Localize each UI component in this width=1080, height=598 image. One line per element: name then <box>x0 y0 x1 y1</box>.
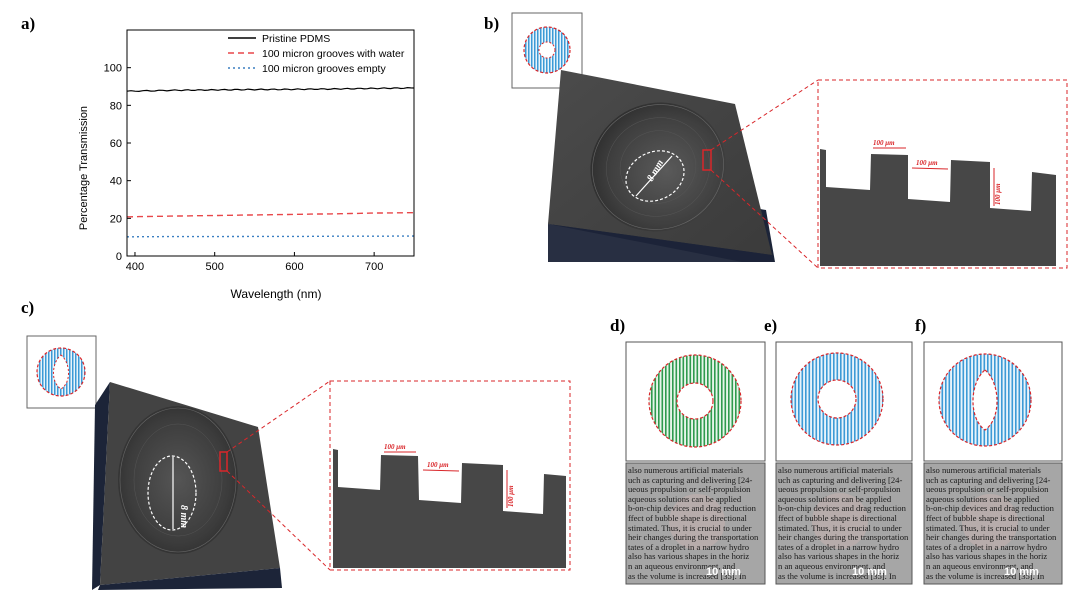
photo-text-line: also has various shapes in the horiz <box>628 551 750 562</box>
block-front-face <box>548 224 772 262</box>
panel-label-a: a) <box>21 14 36 33</box>
photo-text-line: b-on-chip devices and drag reduction <box>778 503 906 514</box>
photo-text-line: heir changes during the transportation <box>778 532 909 543</box>
y-tick-label: 80 <box>110 100 122 112</box>
series-line-3 <box>127 235 415 238</box>
axes: 400 500 600 700 0 20 40 60 80 100 <box>104 29 415 273</box>
panel-label-c: c) <box>21 298 35 317</box>
photo-text-line: tates of a droplet in a narrow hydro <box>926 541 1047 552</box>
panel-label-e: e) <box>764 316 778 335</box>
photo-text-line: also has various shapes in the horiz <box>926 551 1048 562</box>
photo-text-line: aqueous solutions can be applied <box>628 493 742 504</box>
photo-text-line: uch as capturing and delivering [24- <box>628 474 753 485</box>
diameter-circle <box>625 150 685 202</box>
photo-text-line: n an aqueous environment, and <box>926 560 1034 571</box>
photo-text-line: ffect of bubble shape is directional <box>778 512 897 523</box>
photo-text-line: stimated. Thus, it is crucial to under <box>628 522 752 533</box>
panel-label-b: b) <box>484 14 500 33</box>
photo-text-line: tates of a droplet in a narrow hydro <box>628 541 749 552</box>
photo-text-line: heir changes during the transportation <box>926 532 1057 543</box>
y-tick-label: 40 <box>110 176 122 188</box>
photo-text-line: ueous propulsion or self-propulsion <box>778 484 901 495</box>
photo-text-line: as the volume is increased [35]. In <box>778 570 897 581</box>
photo-text-line: uch as capturing and delivering [24- <box>778 474 903 485</box>
photo-text-line: also has various shapes in the horiz <box>778 551 900 562</box>
legend-entry: 100 micron grooves with water <box>262 48 405 60</box>
series-line-1 <box>126 86 415 93</box>
photo-text-line: stimated. Thus, it is crucial to under <box>778 522 902 533</box>
photo-text-line: aqueous solutions can be applied <box>778 493 892 504</box>
x-tick-label: 500 <box>206 261 224 273</box>
scale-bar-label-d: 10 mm <box>706 566 741 578</box>
photo-text-line: ueous propulsion or self-propulsion <box>628 484 751 495</box>
photo-text-line: as the volume is increased [35]. In <box>926 570 1045 581</box>
photo-text-line: ueous propulsion or self-propulsion <box>926 484 1049 495</box>
concave-well <box>590 102 726 232</box>
photo-text-line: n an aqueous environment, and <box>778 560 886 571</box>
photo-text-line: also numerous artificial materials <box>926 466 1041 475</box>
scale-bar-label-e: 10 mm <box>852 566 887 578</box>
photo-text-line: uch as capturing and delivering [24- <box>926 474 1051 485</box>
photo-text-line: ffect of bubble shape is directional <box>926 512 1045 523</box>
zoom-marker-b <box>702 149 712 171</box>
x-tick-label: 400 <box>126 261 144 273</box>
photo-text-line: also numerous artificial materials <box>778 466 893 475</box>
chart-legend: Pristine PDMS 100 micron grooves with wat… <box>228 33 405 75</box>
x-tick-label: 600 <box>285 261 303 273</box>
legend-entry: 100 micron grooves empty <box>262 63 386 75</box>
photo-text-line: as the volume is increased [35]. In <box>628 570 747 581</box>
groove-depth-label-b: 100 μm <box>994 183 1002 205</box>
y-tick-label: 20 <box>110 213 122 225</box>
groove-width-label-b1: 100 μm <box>873 139 895 147</box>
x-axis-label: Wavelength (nm) <box>231 287 322 301</box>
photo-text-line: aqueous solutions can be applied <box>926 493 1040 504</box>
y-tick-label: 0 <box>116 251 122 263</box>
series-line-2 <box>127 211 414 218</box>
photo-text-line: also numerous artificial materials <box>628 466 743 475</box>
legend-entry: Pristine PDMS <box>262 33 330 45</box>
photo-text-line: b-on-chip devices and drag reduction <box>628 503 756 514</box>
panel-b-figure: 8 mm 100 μm 100 μm 100 μm <box>511 12 1068 269</box>
x-tick-label: 700 <box>365 261 383 273</box>
scale-bar-label-f: 10 mm <box>1004 566 1039 578</box>
panel-label-d: d) <box>610 316 626 335</box>
groove-profile-b <box>820 149 1056 266</box>
y-axis-label: Percentage Transmission <box>78 106 90 230</box>
y-tick-label: 100 <box>104 63 122 75</box>
transmission-chart: 400 500 600 700 0 20 40 60 80 100 Wavelength (nm)… <box>78 29 415 301</box>
plot-area <box>126 86 415 238</box>
panel-label-f: f) <box>915 316 927 335</box>
photo-text-line: n an aqueous environment, and <box>628 560 736 571</box>
photo-text-line: stimated. Thus, it is crucial to under <box>926 522 1050 533</box>
photo-text-line: ffect of bubble shape is directional <box>628 512 747 523</box>
photo-text-line: b-on-chip devices and drag reduction <box>926 503 1054 514</box>
y-tick-label: 60 <box>110 138 122 150</box>
groove-gap-label-b: 100 μm <box>916 159 938 167</box>
photo-text-line: tates of a droplet in a narrow hydro <box>778 541 899 552</box>
photo-text-line: heir changes during the transportation <box>628 532 759 543</box>
